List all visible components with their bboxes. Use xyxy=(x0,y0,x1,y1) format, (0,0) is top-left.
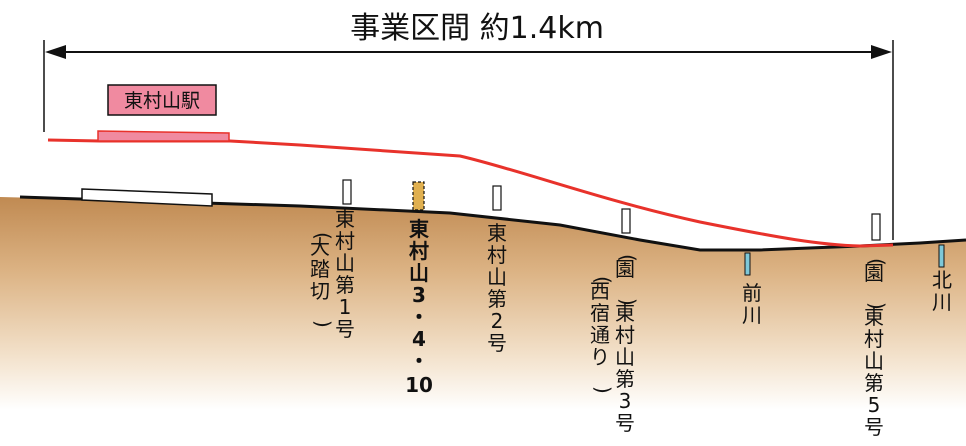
label-en-higashimurayama-3-sub-text: (西宿通り) xyxy=(590,276,615,394)
post-higashimurayama-2 xyxy=(492,185,502,211)
label-kitagawa: 北川 xyxy=(932,268,952,314)
post-higashimurayama-1 xyxy=(342,179,352,205)
post-en-higashimurayama-5 xyxy=(871,213,881,241)
post-higashimurayama-3-4-10 xyxy=(412,181,425,211)
post-maekawa xyxy=(744,252,751,276)
ground-area xyxy=(0,197,966,410)
elevated-platform xyxy=(97,130,230,142)
label-maekawa-text: 前川 xyxy=(742,281,762,327)
elevated-rail-line xyxy=(47,138,894,248)
label-higashimurayama-1-sub-text: (大踏切) xyxy=(310,232,335,328)
label-kitagawa-text: 北川 xyxy=(932,268,952,314)
label-higashimurayama-1-sub: (大踏切) xyxy=(310,232,335,328)
post-en-higashimurayama-3 xyxy=(621,208,631,234)
arrow-right-icon xyxy=(871,45,892,59)
post-kitagawa xyxy=(938,244,945,268)
section-title: 事業区間 約1.4km xyxy=(350,11,604,46)
label-maekawa: 前川 xyxy=(742,281,762,327)
label-en-higashimurayama-3-sub: (西宿通り) xyxy=(590,276,615,394)
arrow-left-icon xyxy=(45,45,66,59)
station-name-box xyxy=(107,84,217,116)
station-name: 東村山駅 xyxy=(124,90,200,112)
existing-platform xyxy=(81,188,213,207)
